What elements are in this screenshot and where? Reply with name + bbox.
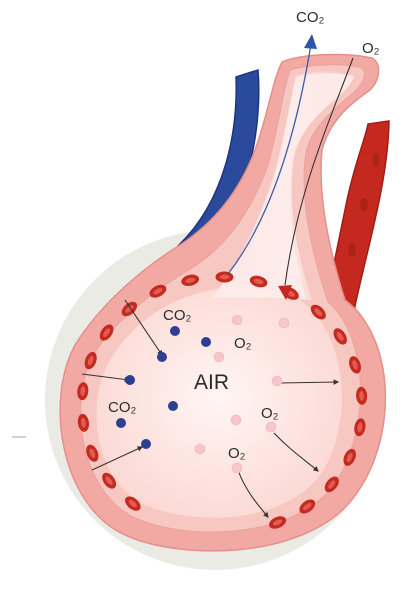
o2-right-middle-label: O₂ [261, 405, 279, 422]
o2-right-upper-label: O₂ [234, 335, 252, 352]
co2-out-label: CO₂ [296, 9, 325, 26]
co2-left-lower-label: CO₂ [108, 399, 137, 416]
o2-in-label: O₂ [362, 40, 380, 57]
air-label: AIR [194, 371, 229, 394]
co2-left-upper-label: CO₂ [163, 307, 192, 324]
o2-right-lower-label: O₂ [228, 445, 246, 462]
co2-exhale-arrowhead [304, 34, 317, 49]
